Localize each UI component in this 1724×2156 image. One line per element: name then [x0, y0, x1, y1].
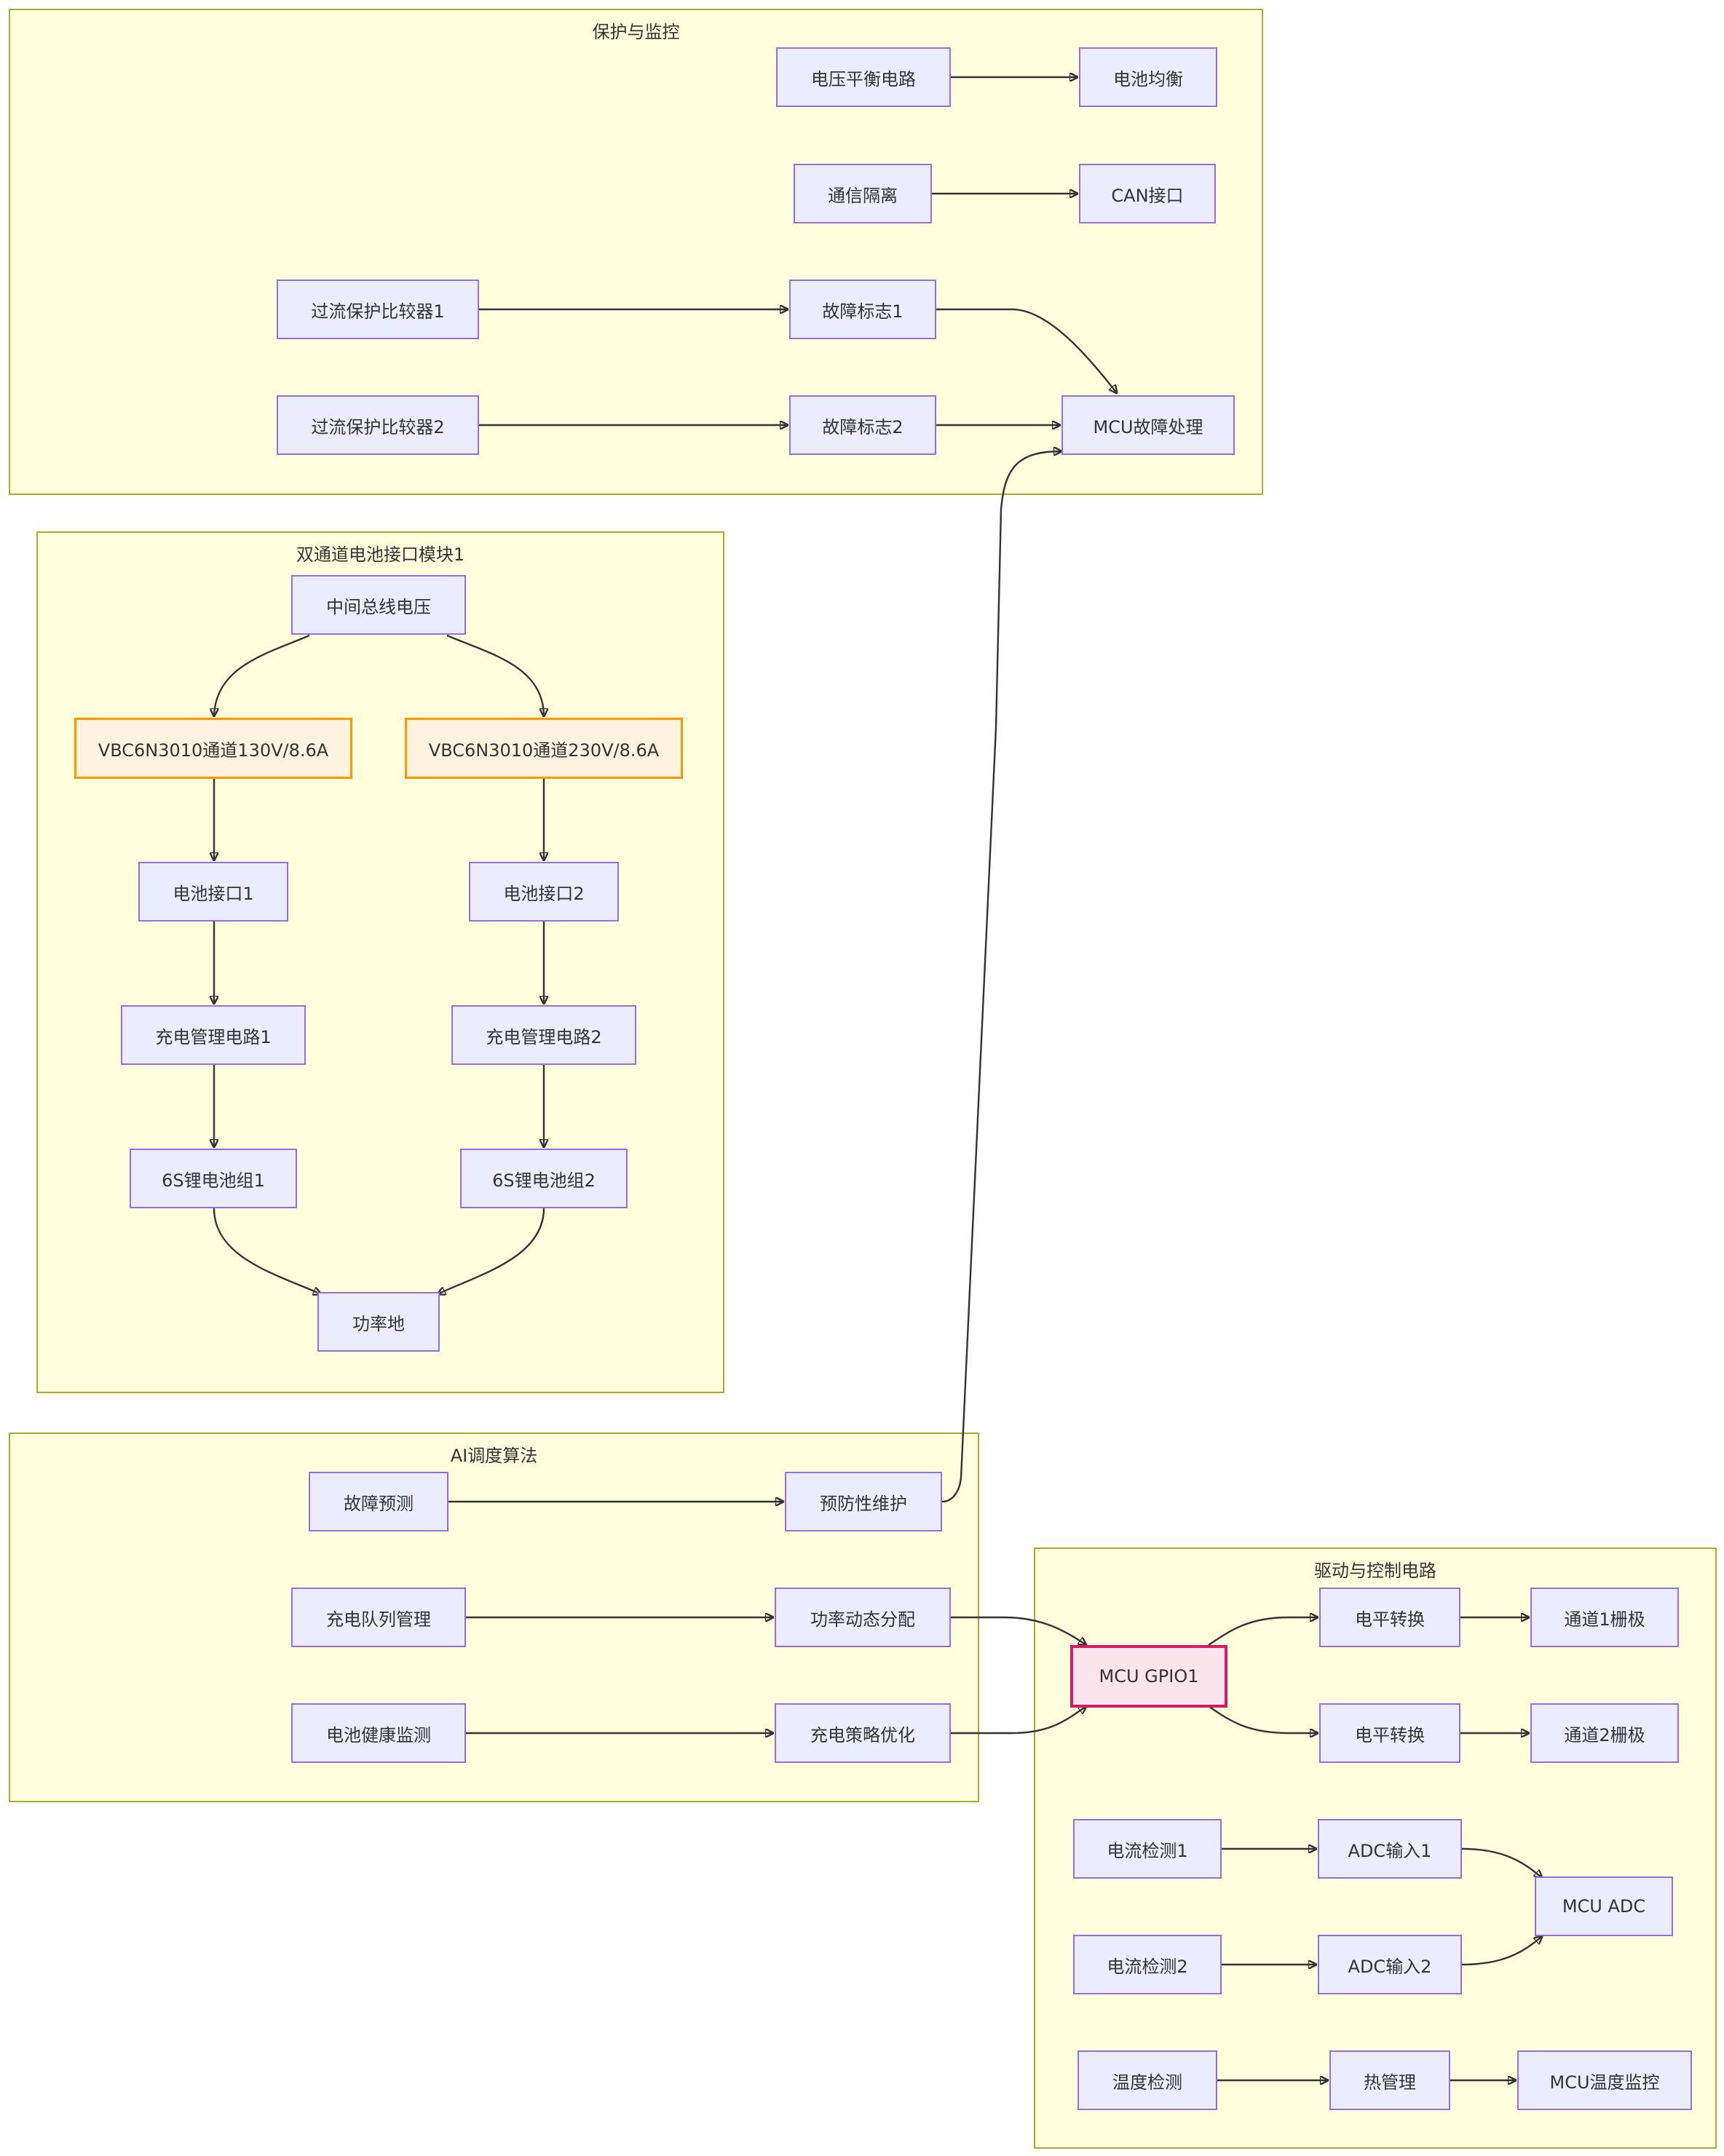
cluster-title-ai: AI调度算法 [450, 1446, 538, 1466]
node-adc-input2: ADC输入2 [1318, 1935, 1462, 1994]
cluster-title-protection: 保护与监控 [592, 22, 680, 42]
node-mcu-gpio: MCU GPIO1 [1070, 1645, 1227, 1708]
node-current-sense2: 电流检测2 [1073, 1935, 1222, 1994]
edge-adc1-to-mcu-adc [1461, 1847, 1542, 1878]
node-fault-prediction: 故障预测 [309, 1472, 448, 1531]
node-fault-flag1: 故障标志1 [789, 280, 936, 339]
node-gate1: 通道1栅极 [1530, 1588, 1679, 1647]
node-power-allocation: 功率动态分配 [775, 1588, 951, 1647]
cluster-title-dual-channel: 双通道电池接口模块1 [296, 544, 465, 565]
edge-adc2-to-mcu-adc [1461, 1936, 1542, 1966]
edge-pack1-to-gnd [213, 1208, 321, 1294]
node-preventive-maintenance: 预防性维护 [785, 1472, 942, 1531]
node-battery-pack2: 6S锂电池组2 [460, 1149, 628, 1208]
node-fault-flag2: 故障标志2 [789, 395, 936, 455]
node-charge-queue-mgmt: 充电队列管理 [291, 1588, 466, 1647]
node-comm-isolation: 通信隔离 [794, 164, 932, 223]
node-mcu-fault: MCU故障处理 [1061, 395, 1235, 455]
node-can-interface: CAN接口 [1079, 164, 1216, 223]
edge-power-alloc-to-gpio [951, 1616, 1086, 1645]
node-voltage-balance: 电压平衡电路 [776, 47, 951, 107]
node-ocp1: 过流保护比较器1 [277, 280, 479, 339]
edge-fault-flag1-to-mcu-fault [936, 308, 1117, 393]
edge-bus-to-ch2 [446, 634, 544, 716]
node-battery-interface2: 电池接口2 [469, 862, 619, 922]
node-power-ground: 功率地 [317, 1292, 440, 1352]
node-battery-balance: 电池均衡 [1079, 47, 1217, 107]
node-thermal-mgmt: 热管理 [1329, 2050, 1450, 2110]
edge-bus-to-ch1 [214, 634, 310, 716]
node-temperature-sense: 温度检测 [1078, 2050, 1217, 2110]
node-level-shift2: 电平转换 [1319, 1703, 1460, 1763]
node-ocp2: 过流保护比较器2 [277, 395, 479, 455]
node-current-sense1: 电流检测1 [1073, 1819, 1222, 1879]
node-mosfet-ch2: VBC6N3010通道230V/8.6A [405, 718, 683, 779]
node-mcu-adc: MCU ADC [1535, 1876, 1673, 1936]
edge-strategy-to-gpio [951, 1706, 1086, 1735]
cluster-protection-monitoring: 保护与监控 [9, 9, 1263, 495]
edge-gpio-to-level2 [1208, 1705, 1318, 1733]
edge-gpio-to-level1 [1208, 1617, 1318, 1646]
node-charge-mgmt2: 充电管理电路2 [451, 1005, 636, 1065]
node-charge-mgmt1: 充电管理电路1 [121, 1005, 306, 1065]
node-adc-input1: ADC输入1 [1318, 1819, 1462, 1879]
node-bus-voltage: 中间总线电压 [291, 575, 466, 635]
node-battery-health: 电池健康监测 [291, 1703, 466, 1763]
node-charge-strategy: 充电策略优化 [775, 1703, 951, 1763]
node-level-shift1: 电平转换 [1319, 1588, 1460, 1647]
node-battery-pack1: 6S锂电池组1 [130, 1149, 297, 1208]
cluster-title-drive: 驱动与控制电路 [1314, 1561, 1436, 1581]
node-battery-interface1: 电池接口1 [138, 862, 288, 922]
node-gate2: 通道2栅极 [1530, 1703, 1679, 1763]
node-mcu-temp-monitor: MCU温度监控 [1517, 2050, 1692, 2110]
node-mosfet-ch1: VBC6N3010通道130V/8.6A [74, 718, 352, 779]
edge-preventive-to-mcu-fault [941, 451, 1061, 1503]
cluster-dual-channel-battery-interface: 双通道电池接口模块1 [36, 531, 724, 1393]
edge-pack2-to-gnd [438, 1208, 545, 1294]
